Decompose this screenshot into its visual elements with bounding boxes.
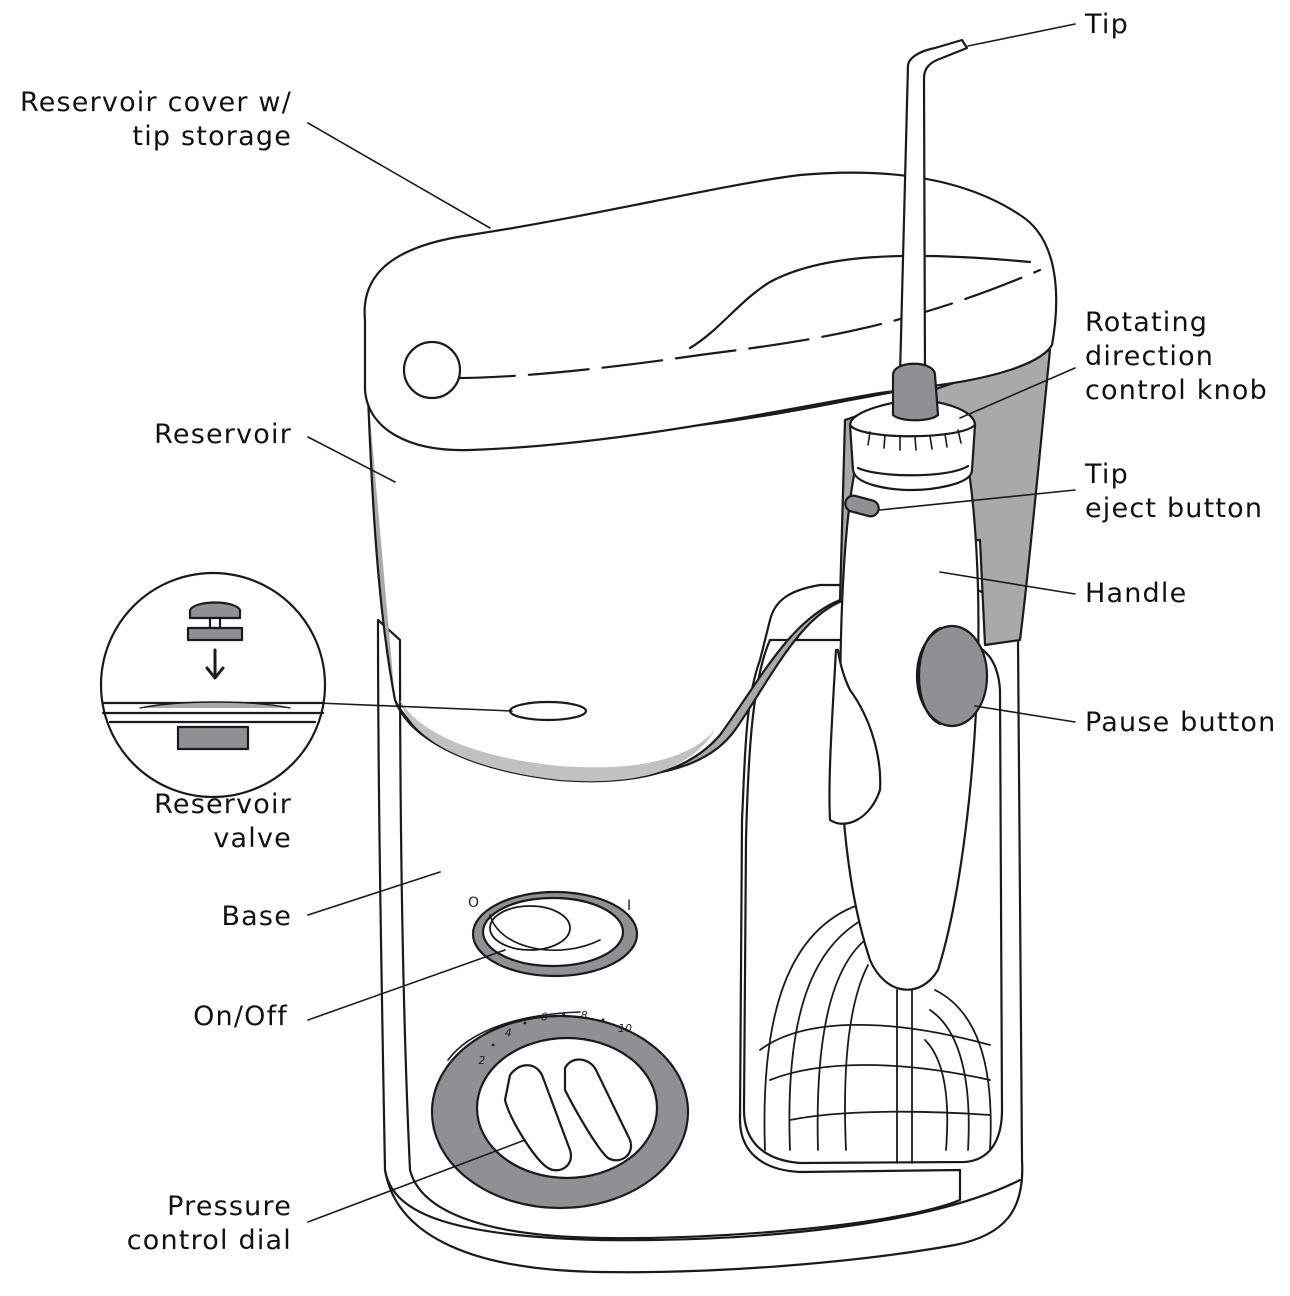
leader-cover — [307, 122, 491, 229]
leader-tip — [967, 23, 1076, 47]
dial-scale-number: 4 — [505, 1027, 512, 1040]
pause-button — [915, 624, 989, 728]
cover-edge-dashed — [453, 268, 1042, 380]
dial-scale-number: 8 — [581, 1009, 588, 1022]
label-tip: Tip — [1085, 9, 1129, 40]
reservoir-inner-light — [400, 700, 715, 782]
reservoir-cover — [363, 171, 1058, 452]
label-pause-button: Pause button — [1085, 707, 1277, 738]
valve-inset-detail — [101, 601, 325, 751]
leader-handle — [939, 571, 1076, 595]
label-reservoir-valve: Reservoir valve — [154, 789, 292, 854]
switch-mark-off: O — [468, 895, 479, 911]
tip-eject-button — [844, 494, 880, 518]
label-tip-eject: Tip eject button — [1085, 459, 1264, 524]
dial-scale-number: 2 — [478, 1054, 485, 1067]
reservoir-valve-oval — [508, 700, 588, 722]
knob-ridges — [867, 429, 962, 451]
handle-clip — [828, 648, 882, 825]
dial-scale: 2 4 6 8 10 — [478, 1009, 632, 1067]
label-base: Base — [221, 901, 292, 932]
tip-collar — [891, 362, 940, 422]
hose-coil — [759, 904, 992, 1164]
base-bottom-edge — [383, 1168, 1022, 1242]
valve-inset — [99, 571, 327, 799]
leader-lines — [307, 23, 1076, 1223]
dial-scale-dot — [491, 1043, 495, 1047]
valve-leader — [317, 702, 513, 712]
switch-mark-on: I — [627, 898, 631, 914]
leader-knob — [959, 367, 1076, 419]
dial-scale-dot — [601, 1018, 605, 1022]
cover-ridge — [688, 254, 1032, 350]
dial-grip-right — [563, 1058, 633, 1162]
leader-reservoir — [307, 436, 396, 483]
dial-scale-dot — [523, 1021, 527, 1025]
on-off-switch — [489, 905, 571, 951]
dial-scale-number: 10 — [618, 1022, 632, 1035]
dial-grip-left — [503, 1064, 573, 1172]
cover-latch — [402, 340, 462, 400]
label-on-off: On/Off — [193, 1001, 288, 1032]
label-pressure-dial: Pressure control dial — [126, 1191, 292, 1256]
leader-eject — [879, 489, 1076, 511]
leader-onoff — [307, 949, 506, 1021]
tip — [898, 38, 969, 377]
label-rotating-knob: Rotating direction control knob — [1085, 307, 1268, 406]
leader-dial — [307, 1139, 526, 1223]
leader-pause — [974, 705, 1076, 723]
label-reservoir-cover: Reservoir cover w/ tip storage — [19, 87, 292, 152]
dial-scale-number: 6 — [541, 1011, 548, 1024]
leader-base — [307, 871, 441, 916]
dial-scale-dot — [562, 1012, 565, 1016]
label-handle: Handle — [1085, 578, 1188, 609]
label-reservoir: Reservoir — [154, 419, 292, 450]
